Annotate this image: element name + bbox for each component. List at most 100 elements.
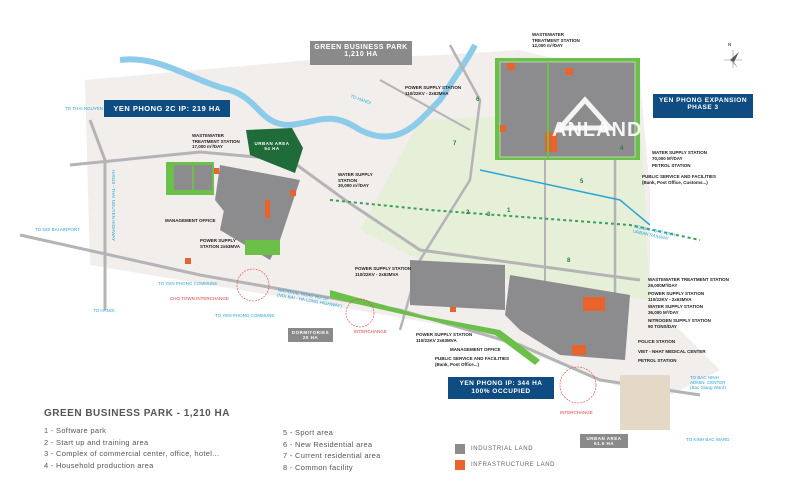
box-line: URBAN AREA xyxy=(254,141,290,146)
t: PUBLIC SERVICE AND FACILITIES xyxy=(435,356,510,361)
to-yp-commune-1: TO YEN PHONG COMMUNE xyxy=(158,281,218,286)
zone-number: 3 xyxy=(487,212,491,218)
to-kinh-bac: TO KINH BAC WARD xyxy=(686,437,730,442)
river xyxy=(119,43,478,140)
yen-phong-2c-blocks xyxy=(166,162,300,264)
police-station: POLICE STATION xyxy=(638,339,676,344)
t: POWER SUPPLY STATION xyxy=(405,85,462,90)
to-yp-commune-2: TO YEN PHONG COMMUNE xyxy=(215,313,275,318)
to-hanoi-left: TO HANOI xyxy=(93,308,115,313)
legend-item: 7 - Current residential area xyxy=(283,451,381,461)
medical-center: VIET - NHAT MEDICAL CENTER xyxy=(638,349,706,354)
t: (Bac Giang Ward) xyxy=(690,385,726,390)
legend-list-right: 5 - Sport area 6 - New Residential area … xyxy=(283,427,381,474)
industrial-land-label: INDUSTRIAL LAND xyxy=(471,446,534,452)
zone-number: 5 xyxy=(580,179,584,185)
management-office-left: MANAGEMENT OFFICE xyxy=(165,218,216,223)
petrol-station-bottom: PETROL STATION xyxy=(638,358,677,363)
box-line: DORMITORIES xyxy=(291,330,330,335)
box-line: 1,210 HA xyxy=(344,51,378,58)
t: ADMIN. CENTER xyxy=(690,380,726,385)
to-noi-bai-airport: TO NOI BAI AIRPORT xyxy=(35,227,80,232)
zone-number: 6 xyxy=(476,97,480,103)
t: WASTEWATER xyxy=(192,133,224,138)
legend-item: 4 - Household production area xyxy=(44,461,154,471)
box-line: YEN PHONG EXPANSION xyxy=(658,97,748,104)
t: POWER SUPPLY STATION xyxy=(355,266,412,271)
t: TREATMENT STATION xyxy=(192,138,240,144)
anland-logo-icon xyxy=(554,96,616,131)
t: 28,000M³/DAY xyxy=(648,282,678,288)
legend-list-left: 1 - Software park 2 - Start up and train… xyxy=(44,425,219,472)
t: STATION 2x63MVA xyxy=(200,243,241,249)
legend-item: 1 - Software park xyxy=(44,426,107,435)
t: (Bank, Post Office...) xyxy=(435,361,480,367)
urban-railway xyxy=(329,199,701,241)
compass-icon xyxy=(724,50,742,68)
t: 12,000 m³/DAY xyxy=(532,43,563,48)
t: TO BAC NINH xyxy=(690,375,719,380)
yen-phong-2c-box: YEN PHONG 2C IP: 219 HA xyxy=(104,100,230,117)
t: 110/22KV - 2x63MVA xyxy=(355,271,399,277)
public-service-bottom: PUBLIC SERVICE AND FACILITIES(Bank, Post… xyxy=(435,356,509,367)
t: (Bank, Post Office, Customs...) xyxy=(642,179,708,185)
t: 110/22KV 2x63MVA xyxy=(416,337,457,343)
anland-watermark: ANLAND xyxy=(552,119,643,141)
legend-item: 2 - Start up and training area xyxy=(44,437,149,447)
t: 70,000 M³/DAY xyxy=(652,155,683,161)
t: PUBLIC SERVICE AND FACILITIES xyxy=(642,174,717,179)
t: WATER SUPPLY STATION xyxy=(648,304,704,309)
yen-phong-ip-blocks xyxy=(330,260,630,365)
t: POWER SUPPLY STATION xyxy=(648,291,705,296)
t: TREATMENT STATION xyxy=(532,37,580,43)
zone-number: 1 xyxy=(507,208,511,214)
t: 17,000 m³/DAY xyxy=(192,144,223,149)
box-line: PHASE 3 xyxy=(687,104,719,111)
t: 90 TONS/DAY xyxy=(648,323,678,329)
legend-item: 6 - New Residential area xyxy=(283,439,373,449)
t: 110/22KV - 2x63MVA xyxy=(405,90,449,96)
petrol-station-top: PETROL STATION xyxy=(652,163,691,168)
zone-number: 8 xyxy=(567,258,571,264)
cho-town-interchange: CHO TOWN INTERCHANGE xyxy=(170,296,229,301)
box-line: 100% OCCUPIED xyxy=(471,388,531,395)
t: WASTEWATER TREATMENT STATION xyxy=(648,277,729,282)
t: POWER SUPPLY xyxy=(200,238,236,243)
infrastructure-land-swatch xyxy=(455,460,465,470)
box-line: 54 HA xyxy=(264,146,280,151)
canal xyxy=(479,169,651,226)
interchange-right: INTERCHANGE xyxy=(560,410,593,415)
yen-phong-expansion-blocks xyxy=(495,58,640,160)
cho-interchange-circle xyxy=(236,268,270,302)
interchange-mid: INTERCHANGE xyxy=(354,329,387,334)
t: NITROGEN SUPPLY STATION xyxy=(648,318,711,323)
box-line: 51.6 HA xyxy=(593,441,614,446)
t: WASTEWATER xyxy=(532,32,564,37)
zone-number: 2 xyxy=(466,210,470,216)
highway-left: HANOI - THAI NGUYEN HIGHWAY xyxy=(111,170,116,242)
t: WATER SUPPLY STATION xyxy=(652,150,708,155)
legend-item: 3 - Complex of commercial center, office… xyxy=(44,449,220,459)
right-interchange-circle xyxy=(559,366,597,404)
box-line: 20 HA xyxy=(302,335,319,340)
t: POWER SUPPLY STATION xyxy=(416,332,473,337)
infrastructure-land-label: INFRASTRUCTURE LAND xyxy=(471,462,556,468)
roads xyxy=(19,44,701,397)
